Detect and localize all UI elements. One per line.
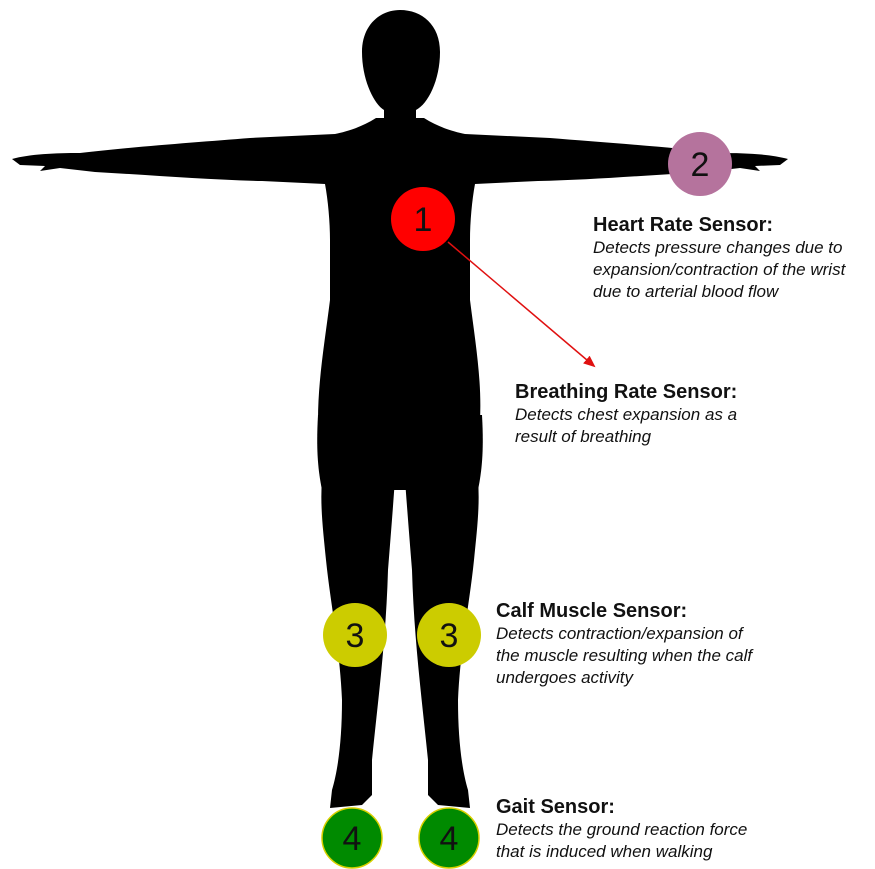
breathing-rate-title: Breathing Rate Sensor:	[515, 381, 785, 404]
calf-marker-right-number: 3	[440, 617, 459, 655]
breathing-rate-desc-line-1: Detects chest expansion as a	[515, 404, 785, 426]
calf-marker-left-number: 3	[346, 617, 365, 655]
gait-desc-line-1: Detects the ground reaction force	[496, 819, 796, 841]
calf-muscle-title: Calf Muscle Sensor:	[496, 600, 796, 623]
breathing-marker-number: 1	[414, 201, 433, 239]
gait-marker-right: 4	[419, 808, 479, 868]
calf-muscle-desc-line-2: the muscle resulting when the calf	[496, 645, 796, 667]
calf-muscle-desc-line-1: Detects contraction/expansion of	[496, 623, 796, 645]
heart-rate-desc-line-2: expansion/contraction of the wrist	[593, 259, 875, 281]
gait-marker-left-number: 4	[343, 820, 362, 858]
breathing-rate-note: Breathing Rate Sensor: Detects chest exp…	[515, 381, 785, 448]
heart-rate-title: Heart Rate Sensor:	[593, 214, 875, 237]
calf-muscle-note: Calf Muscle Sensor: Detects contraction/…	[496, 600, 796, 689]
heart-marker: 2	[668, 132, 732, 196]
gait-marker-right-number: 4	[440, 820, 459, 858]
heart-rate-desc-line-1: Detects pressure changes due to	[593, 237, 875, 259]
heart-rate-desc-line-3: due to arterial blood flow	[593, 281, 875, 303]
calf-marker-right: 3	[417, 603, 481, 667]
gait-note: Gait Sensor: Detects the ground reaction…	[496, 796, 796, 863]
breathing-rate-desc-line-2: result of breathing	[515, 426, 785, 448]
gait-marker-left: 4	[322, 808, 382, 868]
calf-marker-left: 3	[323, 603, 387, 667]
gait-title: Gait Sensor:	[496, 796, 796, 819]
heart-marker-number: 2	[691, 146, 710, 184]
calf-muscle-desc-line-3: undergoes activity	[496, 667, 796, 689]
breathing-marker: 1	[391, 187, 455, 251]
silhouette-head	[362, 10, 440, 126]
heart-rate-note: Heart Rate Sensor: Detects pressure chan…	[593, 214, 875, 303]
gait-desc-line-2: that is induced when walking	[496, 841, 796, 863]
